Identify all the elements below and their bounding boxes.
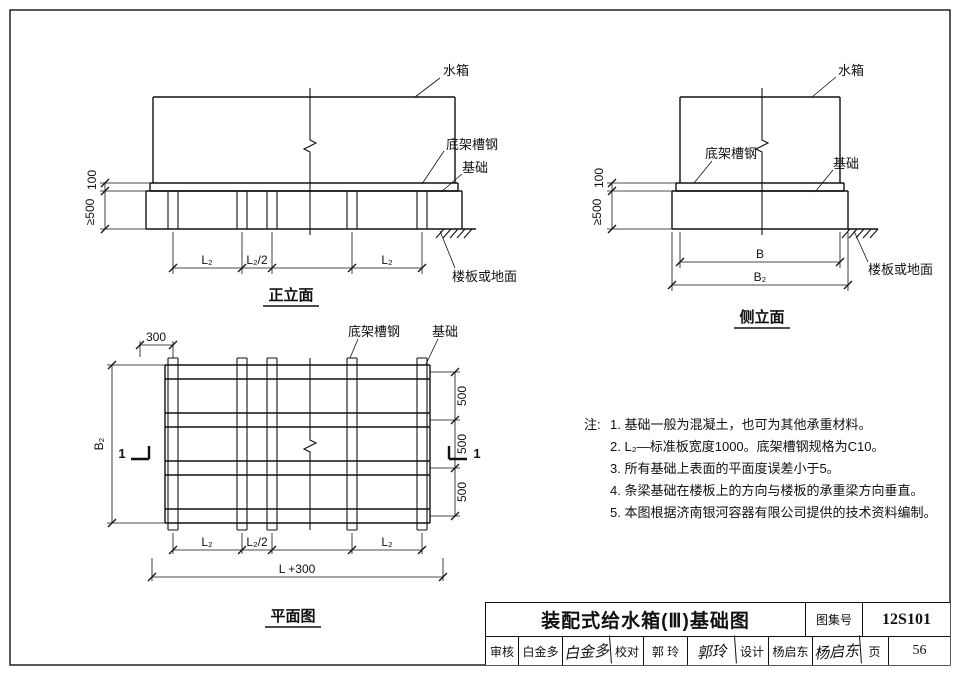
- plan-dim-l2-half: L₂/2: [246, 535, 268, 549]
- side-break-line: [754, 88, 770, 235]
- sheet-border: [9, 9, 951, 666]
- front-dim-min500: ≥500: [83, 198, 97, 225]
- drawing-title: 装配式给水箱(Ⅲ)基础图: [486, 603, 806, 636]
- title-block-bottom-row: 审核 白金多 白金多 校对 郭 玲 郭玲 设计 杨启东 杨启东 页 56: [486, 635, 950, 667]
- note-item-3: 3. 所有基础上表面的平面度误差小于5。: [610, 461, 840, 476]
- reviewer-label: 审核: [486, 637, 519, 665]
- side-leader-lines: [693, 76, 869, 263]
- note-item-2: 2. L₂—标准板宽度1000。底架槽钢规格为C10。: [610, 439, 885, 454]
- plan-break-line: [302, 358, 318, 530]
- front-foundation-ribs: [167, 191, 428, 229]
- side-dim-min500: ≥500: [590, 198, 604, 225]
- front-channel-label: 底架槽钢: [446, 137, 498, 152]
- plan-dim-500-1: 500: [455, 386, 469, 406]
- side-elevation-title: 侧立面: [739, 308, 784, 326]
- checker-signature: 郭玲: [687, 635, 737, 667]
- front-dim-l2-left: L₂: [201, 253, 213, 267]
- designer-signature: 杨启东: [812, 635, 862, 667]
- side-channel-label: 底架槽钢: [705, 146, 757, 161]
- plan-dim-b2: B₂: [92, 437, 106, 450]
- note-item-5: 5. 本图根据济南银河容器有限公司提供的技术资料编制。: [610, 505, 937, 520]
- front-dim-100: 100: [85, 170, 99, 190]
- plan-dim-l-plus-300: L +300: [279, 562, 316, 576]
- plan-section-number-left: 1: [118, 446, 125, 461]
- plan-section-mark-left-flag: [131, 446, 151, 461]
- side-tank-outline: [679, 96, 841, 183]
- title-block-top-row: 装配式给水箱(Ⅲ)基础图 图集号 12S101: [486, 603, 950, 637]
- side-dim-100: 100: [592, 168, 606, 188]
- side-dim-b: B: [756, 247, 764, 261]
- plan-dim-l2-right: L₂: [381, 535, 393, 549]
- designer-label: 设计: [736, 637, 769, 665]
- plan-title: 平面图: [270, 608, 315, 625]
- plan-dim-500-3: 500: [455, 482, 469, 502]
- plan-section-number-right: 1: [473, 446, 480, 461]
- front-break-line: [302, 88, 318, 235]
- designer-name: 杨启东: [769, 637, 813, 665]
- front-water-tank-label: 水箱: [443, 63, 469, 78]
- notes-prefix-label: 注:: [584, 417, 601, 432]
- atlas-number: 12S101: [882, 610, 931, 628]
- front-dim-l2-right: L₂: [381, 253, 393, 267]
- plan-dim-300: 300: [146, 330, 166, 344]
- front-dim-l2-half: L₂/2: [246, 253, 268, 267]
- reviewer-signature: 白金多: [562, 635, 612, 667]
- front-elevation-title: 正立面: [268, 286, 313, 304]
- checker-name: 郭 玲: [644, 637, 688, 665]
- plan-leader-lines: [349, 338, 439, 365]
- side-dimension-lines: [607, 182, 849, 291]
- front-foundation-outline: [145, 190, 476, 230]
- page-number: 56: [912, 643, 927, 658]
- plan-dim-500-2: 500: [455, 434, 469, 454]
- plan-foundation-label: 基础: [432, 324, 458, 339]
- plan-channel-label: 底架槽钢: [348, 324, 400, 339]
- side-foundation-outline: [671, 190, 878, 230]
- plan-dim-l2-left: L₂: [201, 535, 213, 549]
- plan-channel-steels: [167, 357, 428, 531]
- checker-label: 校对: [611, 637, 644, 665]
- plan-dimension-lines: [107, 341, 460, 581]
- side-water-tank-label: 水箱: [838, 63, 864, 78]
- note-item-4: 4. 条梁基础在楼板上的方向与楼板的承重梁方向垂直。: [610, 483, 924, 498]
- front-foundation-label: 基础: [462, 160, 488, 175]
- front-elevation-view: 水箱 底架槽钢 基础 楼板或地面 100 ≥500 L₂ L₂/2 L₂ 正立面: [83, 63, 517, 307]
- page-label: 页: [861, 637, 889, 665]
- notes-block: 注: 1. 基础一般为混凝土，也可为其他承重材料。 2. L₂—标准板宽度100…: [584, 414, 950, 524]
- side-foundation-label: 基础: [833, 156, 859, 171]
- front-dimension-ticks: [100, 178, 427, 273]
- side-ground-hatch: [841, 228, 879, 239]
- side-dimension-ticks: [607, 178, 853, 290]
- plan-foundation-outline: [164, 364, 431, 524]
- note-item-1: 1. 基础一般为混凝土，也可为其他承重材料。: [610, 417, 872, 432]
- side-floor-label: 楼板或地面: [868, 262, 933, 277]
- front-tank-outline: [152, 96, 456, 183]
- reviewer-name: 白金多: [519, 637, 563, 665]
- plan-section-mark-right-flag: [447, 446, 467, 461]
- title-block: 装配式给水箱(Ⅲ)基础图 图集号 12S101 审核 白金多 白金多 校对 郭 …: [485, 602, 950, 667]
- plan-view: 底架槽钢 基础 300 B₂ 500 500 500 L₂ L₂/2 L₂ L …: [92, 324, 481, 628]
- side-elevation-view: 水箱 底架槽钢 基础 楼板或地面 100 ≥500 B B₂ 侧立面: [590, 63, 933, 329]
- atlas-number-label: 图集号: [806, 603, 863, 636]
- front-ground-hatch: [435, 228, 473, 239]
- front-leader-lines: [414, 77, 463, 269]
- plan-dimension-ticks: [107, 340, 460, 582]
- front-channel-strip: [149, 182, 459, 192]
- side-dim-b2: B₂: [754, 270, 767, 284]
- front-floor-label: 楼板或地面: [452, 269, 517, 284]
- front-dimension-lines: [100, 182, 423, 274]
